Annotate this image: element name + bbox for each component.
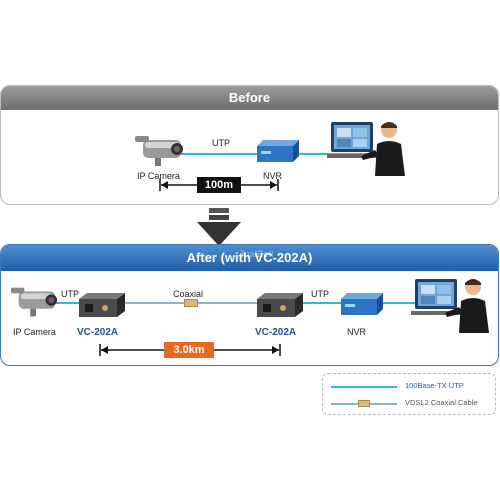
before-title: Before xyxy=(1,86,498,110)
after-converter-right-icon xyxy=(255,291,305,324)
after-device-left-label: VC-202A xyxy=(77,327,119,338)
legend-utp-label: 100Base-TX UTP xyxy=(405,381,464,390)
after-converter-left-icon xyxy=(77,291,127,324)
watermark: JualBeli xyxy=(239,249,274,259)
after-distance-badge: 3.0km xyxy=(164,342,214,358)
after-camera-icon xyxy=(11,285,59,324)
before-workstation-icon xyxy=(327,116,407,185)
after-device-right-label: VC-202A xyxy=(255,327,297,338)
before-distance-badge: 100m xyxy=(197,177,241,193)
after-panel: After (with VC-202A) JualBeli UTP Coaxia… xyxy=(0,244,499,366)
before-nvr-label: NVR xyxy=(263,171,283,181)
before-panel: Before UTP IP Camera NVR xyxy=(0,85,499,205)
after-coax-connector-icon xyxy=(184,299,198,307)
before-utp-label: UTP xyxy=(212,138,230,148)
legend: 100Base-TX UTP VDSL2 Coaxial Cable xyxy=(322,373,496,415)
after-workstation-icon xyxy=(411,273,491,342)
after-title: After (with VC-202A) xyxy=(1,245,498,271)
after-coaxial-label: Coaxial xyxy=(173,289,204,299)
after-utp-right-label: UTP xyxy=(311,289,329,299)
after-camera-label: IP Camera xyxy=(13,327,56,337)
after-utp-line-left xyxy=(45,302,81,304)
after-utp-left-label: UTP xyxy=(61,289,79,299)
legend-coax-connector-icon xyxy=(358,400,370,407)
after-nvr-icon xyxy=(337,291,385,324)
before-camera-icon xyxy=(135,134,185,173)
legend-coax-label: VDSL2 Coaxial Cable xyxy=(405,398,478,407)
legend-utp-line xyxy=(331,386,397,388)
before-camera-label: IP Camera xyxy=(137,171,180,181)
down-arrow-icon xyxy=(197,208,241,251)
before-nvr-icon xyxy=(253,138,301,171)
after-nvr-label: NVR xyxy=(347,327,367,337)
